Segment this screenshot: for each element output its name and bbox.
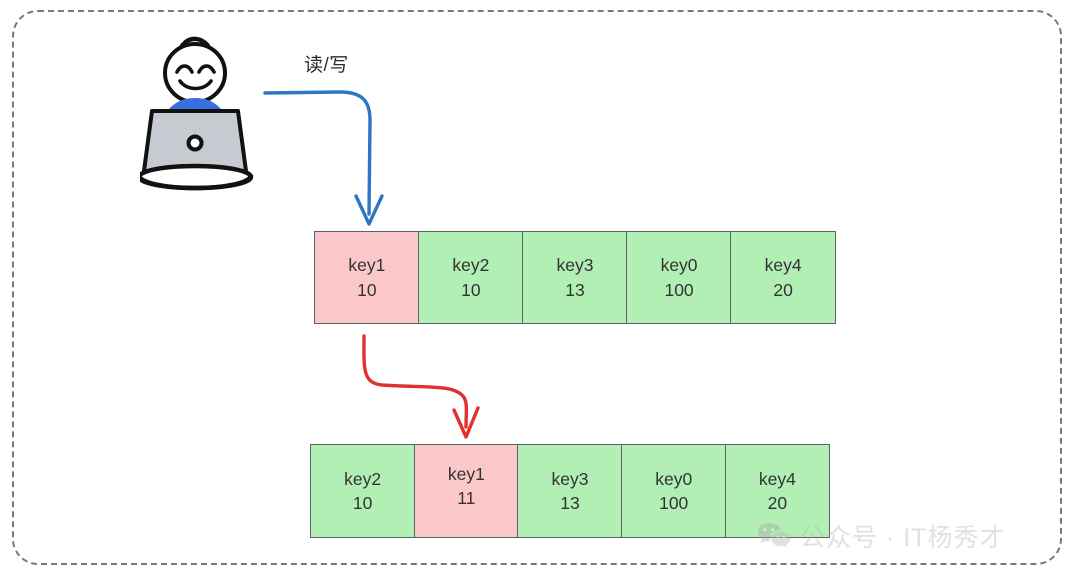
cell-value: 13	[560, 493, 580, 513]
watermark-text: 公众号 · IT杨秀才	[800, 524, 1006, 552]
cache-state-before-row: key1 10 key2 10 key3 13 key0 100 key4 20	[314, 231, 836, 324]
cell-value: 10	[352, 493, 373, 513]
cache-cell[interactable]: key3 13	[517, 444, 623, 538]
cache-cell[interactable]: key1 11	[413, 444, 519, 538]
cell-key: key1	[348, 255, 386, 276]
cell-value: 100	[664, 279, 694, 300]
cache-cell[interactable]: key3 13	[522, 231, 628, 324]
cell-key: key0	[660, 255, 698, 276]
cache-cell[interactable]: key1 10	[314, 231, 420, 324]
cache-cell[interactable]: key0 100	[626, 231, 732, 324]
cell-key: key1	[447, 463, 485, 484]
cell-key: key4	[758, 468, 796, 489]
cell-value: 13	[565, 279, 585, 300]
cache-cell[interactable]: key4 20	[724, 444, 831, 538]
cache-state-after-row: key2 10 key1 11 key3 13 key0 100 key4 20	[310, 444, 831, 538]
watermark: 公众号 · IT杨秀才	[757, 518, 1005, 554]
diagram-frame	[12, 10, 1062, 565]
cell-key: key3	[556, 255, 594, 276]
cell-key: key3	[551, 468, 589, 489]
cache-cell[interactable]: key4 20	[730, 231, 836, 324]
cache-cell[interactable]: key2 10	[310, 444, 416, 538]
cell-key: key0	[655, 468, 693, 489]
cache-cell[interactable]: key2 10	[418, 231, 524, 324]
cell-value: 10	[357, 279, 377, 300]
cell-key: key2	[344, 468, 382, 489]
user-at-laptop-illustration	[136, 25, 290, 195]
cell-key: key2	[452, 255, 490, 276]
user-laptop-icon	[136, 36, 254, 191]
cell-value: 11	[457, 488, 476, 508]
cache-cell[interactable]: key0 100	[621, 444, 727, 538]
wechat-icon	[757, 523, 791, 548]
cell-value: 20	[767, 493, 788, 513]
cell-value: 20	[773, 279, 793, 300]
cell-value: 10	[461, 279, 481, 300]
cell-value: 100	[659, 493, 689, 513]
read-write-label: 读/写	[304, 55, 349, 76]
cell-key: key4	[764, 255, 802, 276]
